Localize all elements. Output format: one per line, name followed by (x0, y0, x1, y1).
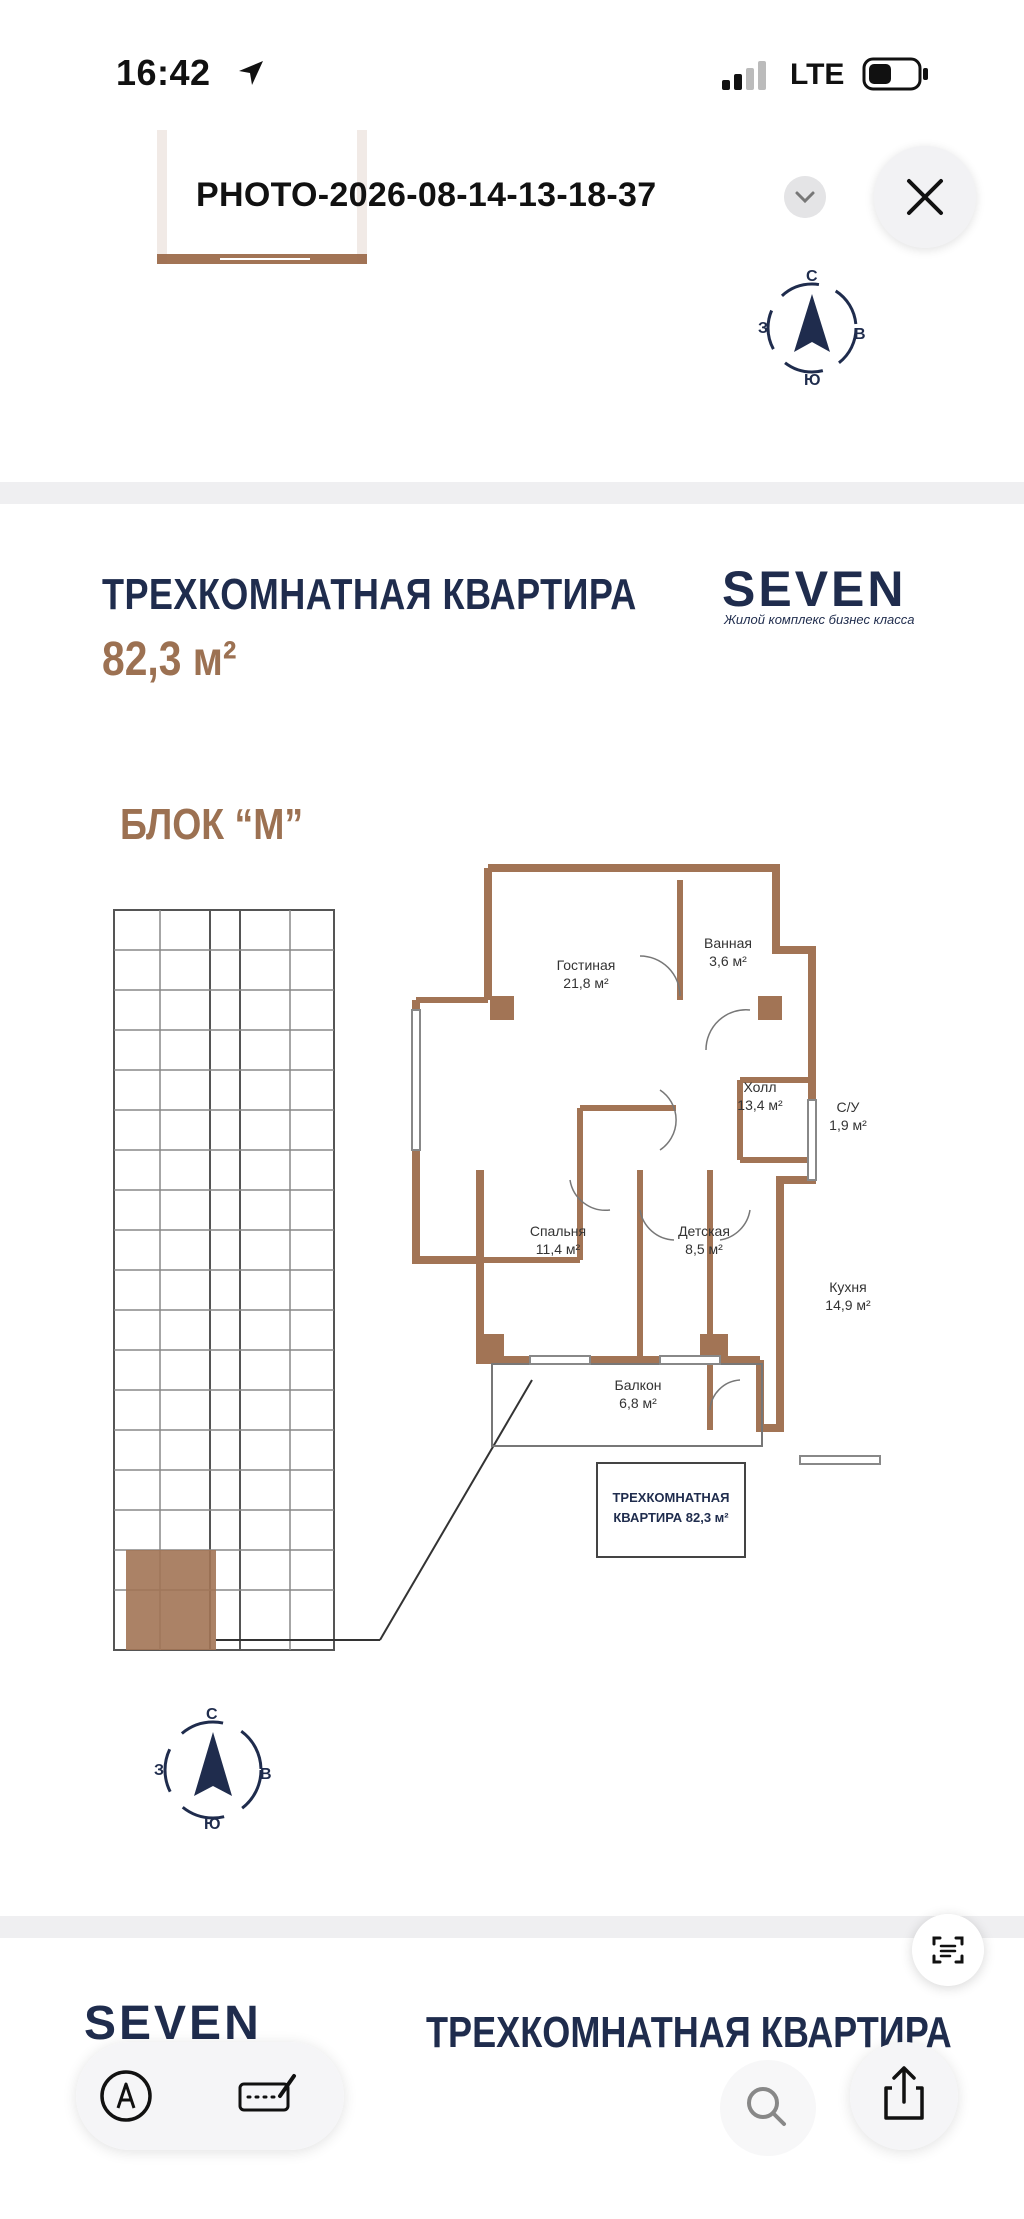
search-icon[interactable] (720, 2060, 816, 2156)
room-wc-name: С/У (836, 1099, 860, 1115)
block-label: БЛОК “М” (120, 800, 304, 849)
label-box-line1: ТРЕХКОМНАТНАЯ (612, 1490, 730, 1505)
markup-tool-group (76, 2042, 344, 2150)
room-hall: Холл 13,4 м² (700, 1078, 820, 1114)
room-kitchen-area: 14,9 м² (825, 1297, 871, 1313)
share-icon[interactable] (850, 2042, 958, 2150)
room-kids-name: Детская (678, 1223, 730, 1239)
room-bathroom-name: Ванная (704, 935, 752, 951)
room-living: Гостиная 21,8 м² (526, 956, 646, 992)
status-time: 16:42 (116, 52, 211, 93)
label-box-line2: КВАРТИРА 82,3 м² (613, 1510, 729, 1525)
room-balcony-area: 6,8 м² (619, 1395, 657, 1411)
live-text-icon[interactable] (912, 1914, 984, 1986)
location-arrow-icon (239, 61, 263, 85)
room-hall-area: 13,4 м² (737, 1097, 783, 1113)
room-bedroom-area: 11,4 м² (535, 1241, 581, 1257)
building-block-plan (113, 909, 335, 1651)
room-kitchen-name: Кухня (829, 1279, 867, 1295)
brand-logo: SEVEN (722, 561, 907, 617)
room-kitchen: Кухня 14,9 м² (788, 1278, 908, 1314)
floor-plan-drawing (113, 864, 881, 1651)
compass-rose-icon (163, 1720, 263, 1820)
annotate-icon[interactable] (228, 2066, 304, 2126)
page-separator (0, 1916, 1024, 1938)
room-hall-name: Холл (743, 1079, 777, 1095)
compass-north: С (206, 1706, 218, 1723)
photo-title[interactable]: PHOTO-2026-08-14-13-18-37 (196, 176, 657, 214)
compass-top: С З В Ю (758, 268, 866, 389)
chevron-down-icon[interactable] (784, 176, 826, 218)
room-living-area: 21,8 м² (563, 975, 609, 991)
cellular-signal-icon (722, 61, 766, 90)
apartment-area: 82,3 м² (102, 633, 237, 686)
room-bedroom: Спальня 11,4 м² (498, 1222, 618, 1258)
compass-rose-icon (766, 282, 858, 374)
close-icon[interactable] (874, 146, 976, 248)
room-kids: Детская 8,5 м² (644, 1222, 764, 1258)
compass-west: З (758, 320, 769, 337)
floor-plan-page (0, 504, 1024, 1916)
room-kids-area: 8,5 м² (685, 1241, 723, 1257)
page-separator (0, 482, 1024, 504)
battery-icon (862, 57, 928, 91)
room-wc: С/У 1,9 м² (818, 1098, 878, 1134)
room-bedroom-name: Спальня (529, 1223, 587, 1239)
compass-east: В (854, 326, 866, 343)
balcony-outline (491, 1363, 763, 1447)
room-wc-area: 1,9 м² (829, 1117, 867, 1133)
compass-main: С З В Ю (154, 1706, 272, 1833)
markup-pen-icon[interactable] (96, 2066, 156, 2126)
room-living-name: Гостиная (556, 957, 616, 973)
next-page-title: ТРЕХКОМНАТНАЯ КВАРТИРА (426, 2008, 952, 2057)
previous-plan-fragment (157, 130, 367, 264)
apartment-type-title: ТРЕХКОМНАТНАЯ КВАРТИРА (102, 570, 637, 619)
room-balcony: Балкон 6,8 м² (578, 1376, 698, 1412)
compass-south: Ю (204, 1816, 221, 1833)
brand-tagline: Жилой комплекс бизнес класса (724, 612, 915, 627)
compass-south: Ю (804, 372, 821, 389)
previous-page (0, 130, 1024, 482)
apartment-label-box: ТРЕХКОМНАТНАЯ КВАРТИРА 82,3 м² (596, 1462, 746, 1558)
room-bathroom-area: 3,6 м² (709, 953, 747, 969)
room-balcony-name: Балкон (614, 1377, 662, 1393)
compass-east: В (260, 1766, 272, 1783)
compass-north: С (806, 268, 818, 285)
room-bathroom: Ванная 3,6 м² (668, 934, 788, 970)
compass-west: З (154, 1762, 165, 1779)
status-bar: 16:42 LTE (0, 0, 1024, 150)
next-page-brand-logo: SEVEN (84, 1997, 262, 2050)
network-type: LTE (790, 58, 845, 91)
highlighted-apartment (126, 1550, 216, 1650)
